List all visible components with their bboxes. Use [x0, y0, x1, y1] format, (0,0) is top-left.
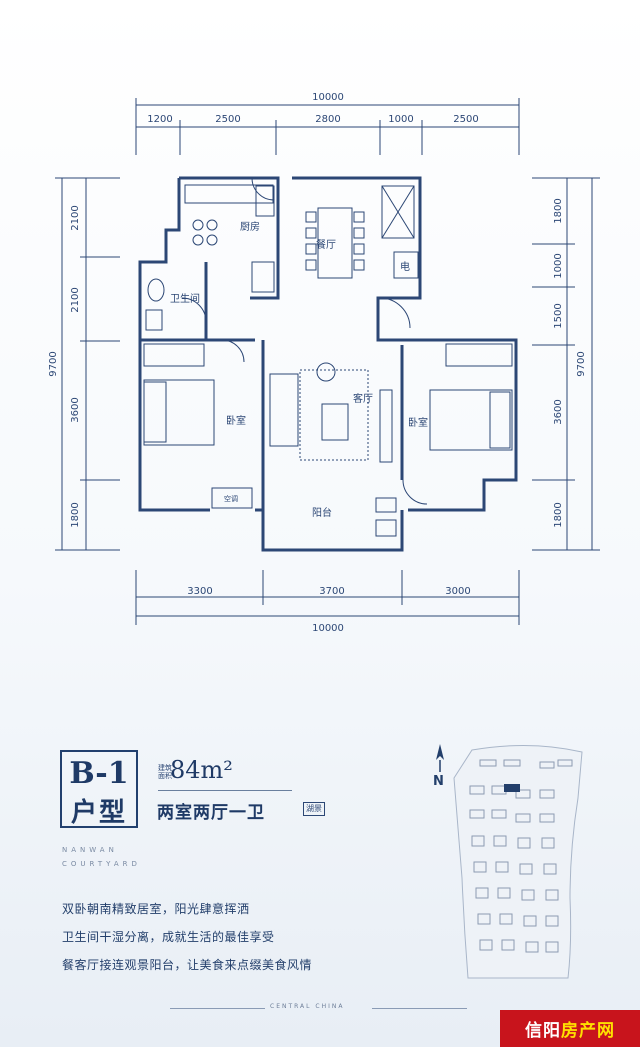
room-label-kitchen: 厨房 [240, 220, 260, 233]
dim-right-seg-5: 1800 [553, 502, 564, 527]
dim-top-seg-5: 2500 [453, 114, 478, 125]
wardrobe-right [445, 343, 513, 367]
rug [299, 369, 369, 461]
room-label-elevator: 电 [400, 260, 410, 273]
dim-bottom-seg-3: 3000 [445, 586, 470, 597]
project-en-name: NANWAN COURTYARD [62, 843, 141, 871]
footer-line-left [170, 1008, 265, 1009]
project-en-line-1: NANWAN [62, 846, 118, 854]
site-buildings [469, 759, 573, 953]
area-label: 建筑面积 [158, 764, 172, 780]
view-tag: 湖景 [303, 802, 325, 816]
site-outline [453, 744, 583, 979]
room-label-balcony: 阳台 [312, 506, 332, 519]
highlighted-building [504, 784, 520, 792]
floor-plan: 10000 1200 2500 2800 1000 2500 3300 3700… [48, 92, 600, 634]
dim-left-seg-1: 2100 [70, 205, 81, 230]
dining-table [317, 207, 353, 279]
dim-right-seg-2: 1000 [553, 253, 564, 278]
room-config: 两室两厅一卫 [157, 803, 265, 823]
feature-2: 卫生间干湿分离，成就生活的最佳享受 [62, 930, 275, 944]
wardrobe-left [143, 343, 205, 367]
footer-line-right [372, 1008, 467, 1009]
room-label-bathroom: 卫生间 [170, 292, 200, 305]
unit-badge: B-1 户型 [60, 750, 138, 828]
bed-left [143, 379, 215, 446]
dim-right-seg-3: 1500 [553, 303, 564, 328]
area-value-wrap: 84m² [170, 756, 233, 784]
dim-top-seg-2: 2500 [215, 114, 240, 125]
area-divider [158, 790, 292, 791]
room-label-dining: 餐厅 [316, 238, 336, 251]
dim-top-seg-3: 2800 [315, 114, 340, 125]
dim-bottom-total: 10000 [312, 623, 344, 634]
walls [138, 176, 518, 552]
room-label-bedroom-right: 卧室 [408, 416, 428, 429]
feature-3: 餐客厅接连观景阳台，让美食来点缀美食风情 [62, 958, 313, 972]
dim-left-seg-3: 3600 [70, 397, 81, 422]
dim-right-total: 9700 [576, 351, 587, 376]
dim-top-seg-1: 1200 [147, 114, 172, 125]
watermark-part-2: 房产网 [561, 1021, 615, 1041]
feature-1: 双卧朝南精致居室，阳光肆意挥洒 [62, 902, 250, 916]
project-en-line-2: COURTYARD [62, 860, 141, 868]
dim-left-seg-4: 1800 [70, 502, 81, 527]
watermark-part-1: 信阳 [525, 1021, 561, 1041]
watermark-logo: 信阳房产网 [500, 1010, 640, 1047]
sofa [269, 373, 299, 447]
dim-right-seg-4: 3600 [553, 399, 564, 424]
dim-bottom-seg-2: 3700 [319, 586, 344, 597]
area-value: 84 [170, 756, 201, 784]
bed-right [429, 389, 513, 451]
north-arrow-icon [436, 744, 444, 772]
room-label-bedroom-left: 卧室 [226, 414, 246, 427]
unit-type-label: 户型 [70, 798, 127, 828]
dim-top-total: 10000 [312, 92, 344, 103]
dim-top-seg-4: 1000 [388, 114, 413, 125]
dim-left-seg-2: 2100 [70, 287, 81, 312]
footer-text: CENTRAL CHINA [270, 1003, 345, 1010]
area-unit: m² [200, 756, 233, 784]
site-map: N [433, 744, 583, 979]
room-label-ac: 空调 [224, 494, 238, 503]
room-label-living: 客厅 [353, 392, 373, 405]
dim-right-seg-1: 1800 [553, 198, 564, 223]
dim-bottom-seg-1: 3300 [187, 586, 212, 597]
north-label: N [433, 774, 444, 789]
dim-left-total: 9700 [48, 351, 59, 376]
unit-code: B-1 [69, 756, 129, 791]
tv-cabinet [379, 389, 393, 463]
